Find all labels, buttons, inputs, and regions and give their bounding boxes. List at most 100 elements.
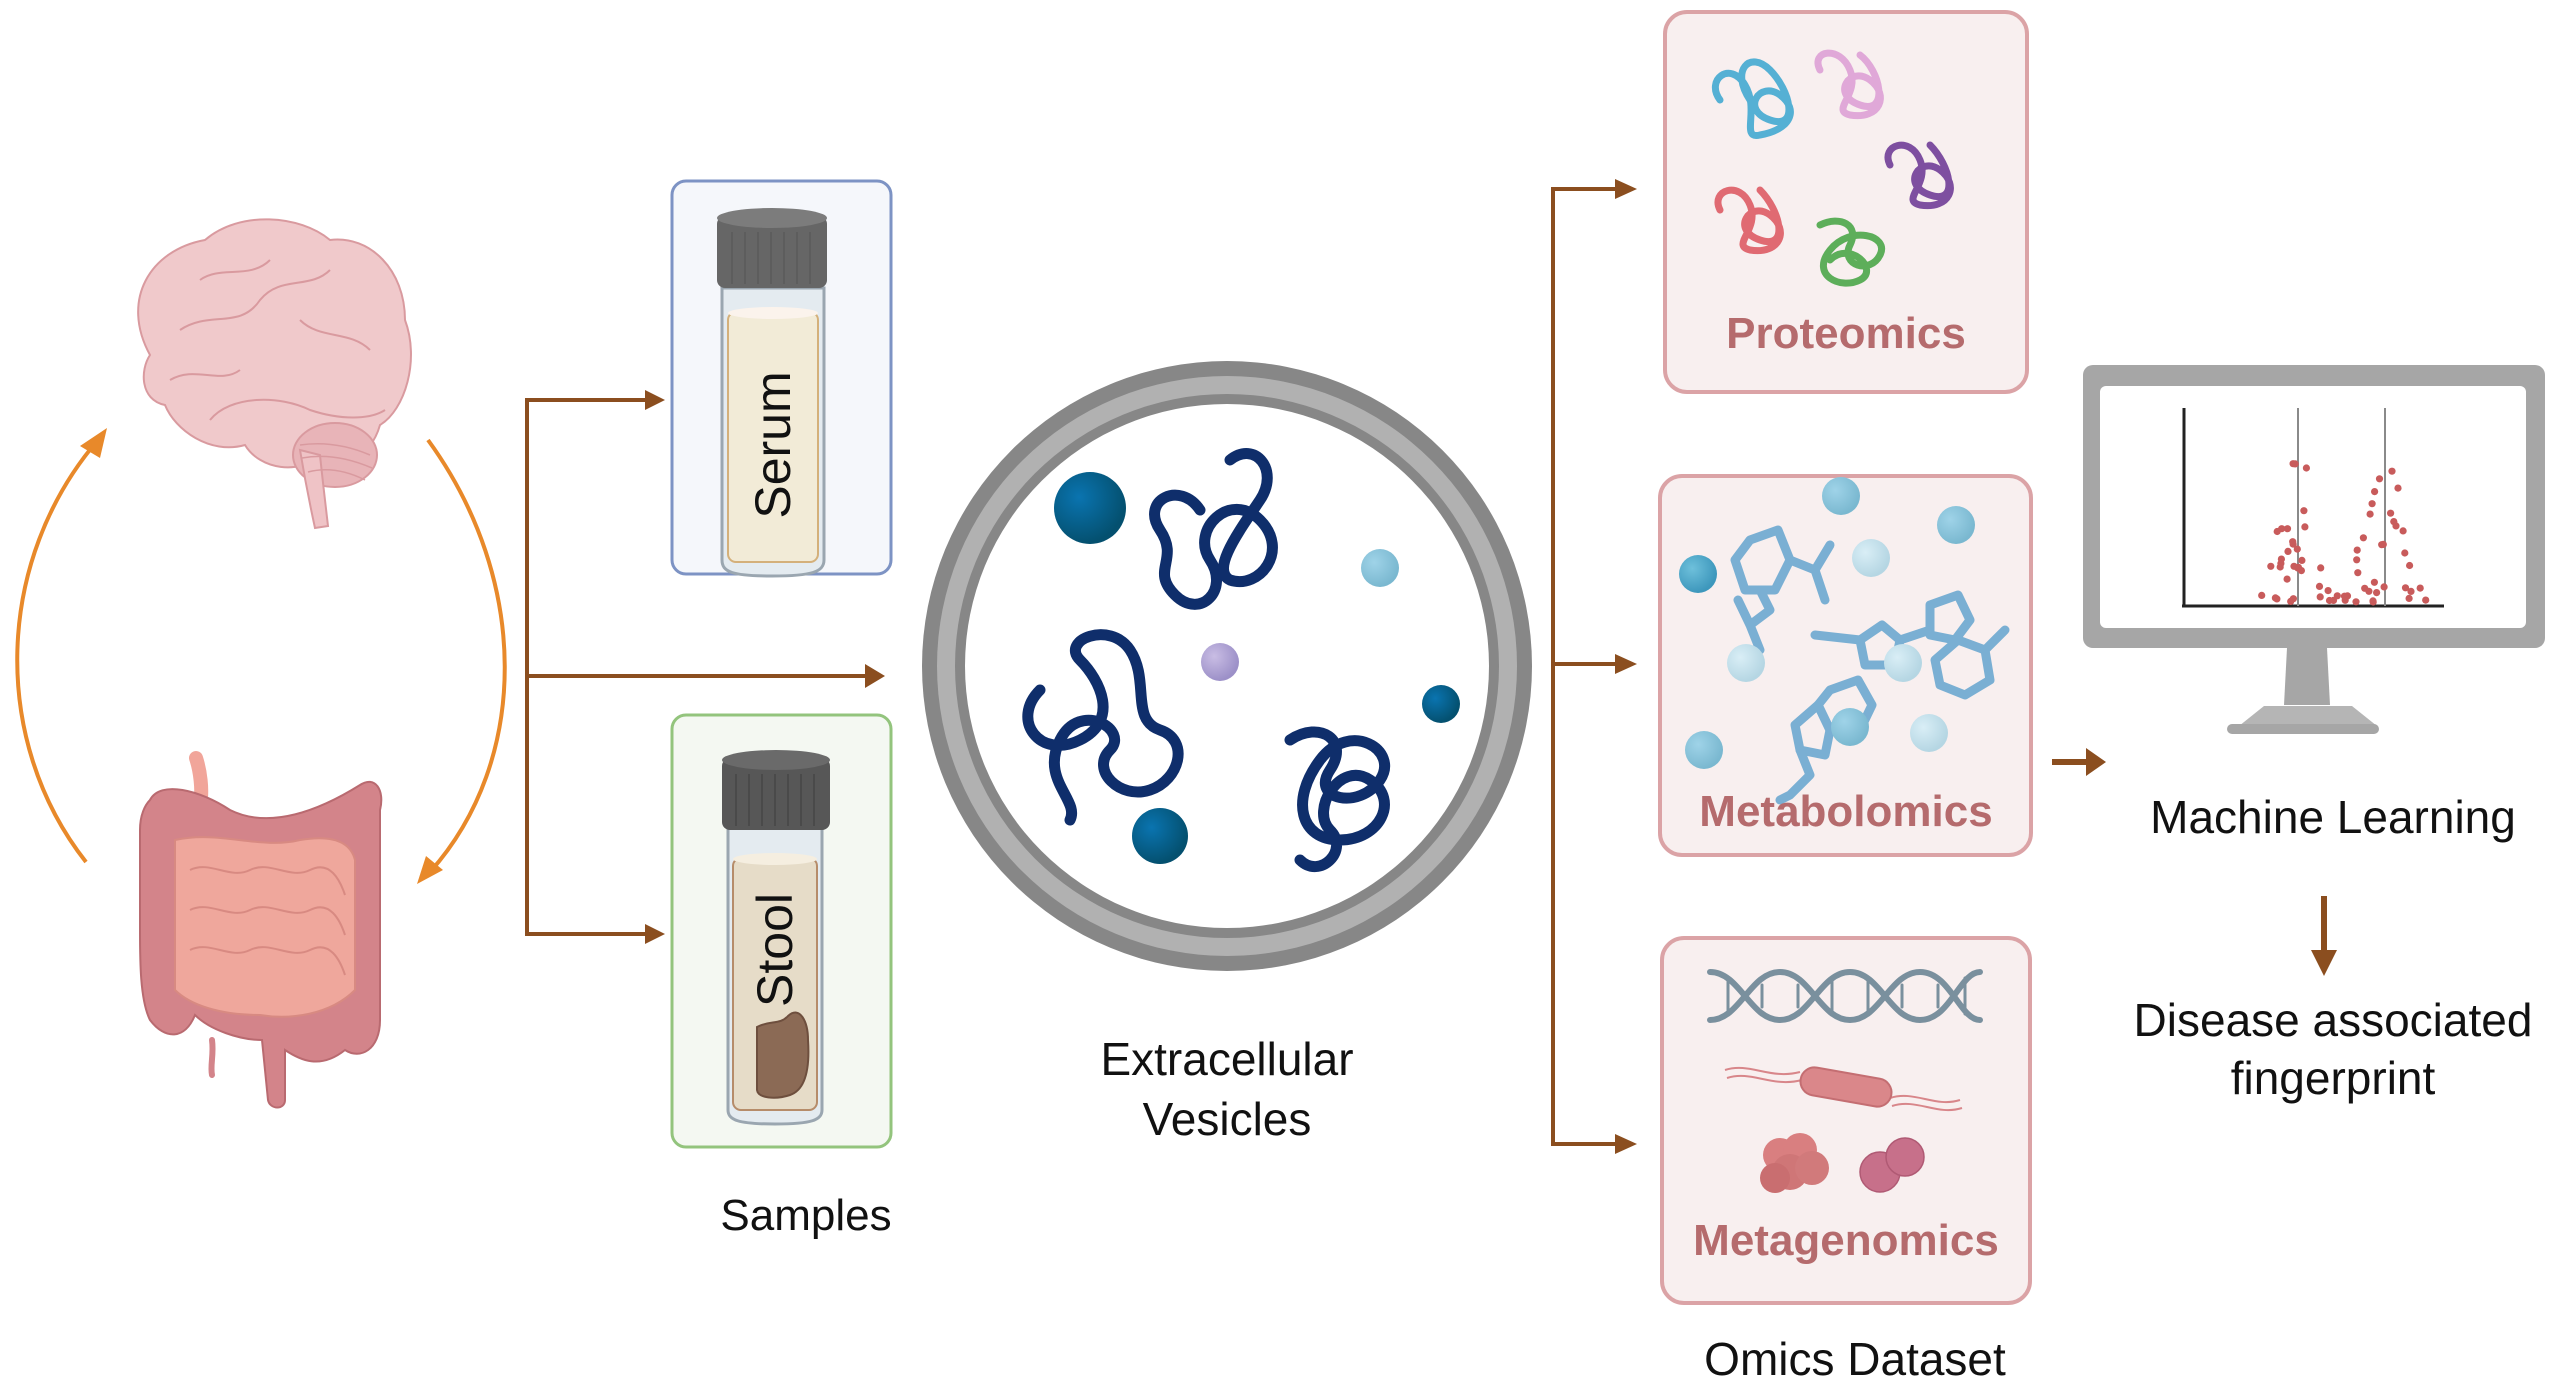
scatter-dot <box>2298 556 2306 565</box>
scatter-dot <box>2283 575 2291 583</box>
arrow-to-metabolomics <box>1615 654 1637 674</box>
scatter-dot <box>2401 549 2409 557</box>
brain-illustration <box>137 218 412 530</box>
stool-sample-card: Stool <box>670 713 893 1149</box>
brain-to-gut-arrowhead <box>417 856 443 884</box>
arrow-to-stool <box>645 924 665 944</box>
scatter-dot <box>2359 534 2367 542</box>
gut-to-brain-arrowhead <box>80 428 107 458</box>
arrow-to-serum <box>645 390 665 410</box>
vesicle-metabolite-ball <box>1054 472 1126 544</box>
vesicle-protein-strands <box>1022 448 1391 872</box>
arrow-to-metagenomics <box>1615 1134 1637 1154</box>
metabolite-ball <box>1822 477 1860 515</box>
scatter-dot <box>2405 594 2413 603</box>
gut-to-brain-arrow <box>15 438 100 864</box>
scatter-dot <box>2368 500 2376 508</box>
scatter-dot <box>2375 475 2384 483</box>
omics-split-connector <box>1551 179 1637 1154</box>
metabolite-ball <box>1679 555 1717 593</box>
serum-vial-icon: Serum <box>717 208 827 578</box>
scatter-dot <box>2329 596 2338 605</box>
scatter-dot <box>2278 525 2286 533</box>
extracellular-vesicle-illustration <box>922 361 1532 971</box>
scatter-dot <box>2366 510 2374 518</box>
scatter-dot <box>2399 527 2407 535</box>
ml-scatter-plot <box>2258 460 2430 606</box>
scatter-dot <box>2317 564 2325 572</box>
arrow-to-vesicles <box>865 664 885 688</box>
samples-section-label: Samples <box>720 1191 891 1240</box>
monitor-icon <box>2083 365 2545 734</box>
scatter-dot <box>2301 523 2309 531</box>
metabolite-ball <box>1831 708 1869 746</box>
machine-learning-label: Machine Learning <box>2150 791 2516 843</box>
scatter-dot <box>2324 587 2332 595</box>
vesicle-metabolite-ball <box>1361 549 1399 587</box>
scatter-dot <box>2380 583 2388 591</box>
scatter-dot <box>2293 545 2301 553</box>
scatter-dot <box>2353 556 2361 564</box>
scatter-dot <box>2407 587 2415 596</box>
scatter-dot <box>2370 578 2378 586</box>
scatter-dot <box>2401 584 2410 592</box>
scatter-dot <box>2291 460 2299 468</box>
scatter-dot <box>2388 467 2396 475</box>
vesicles-label-line1: Extracellular <box>1100 1033 1353 1085</box>
metabolomics-card: Metabolomics <box>1658 474 2033 857</box>
serum-label: Serum <box>745 371 801 518</box>
scatter-dot <box>2289 538 2297 546</box>
scatter-dot <box>2422 596 2430 604</box>
scatter-dot <box>2352 598 2360 606</box>
scatter-dot <box>2283 525 2292 533</box>
scatter-dot <box>2271 594 2279 602</box>
gut-brain-cycle <box>15 428 507 884</box>
sample-split-connector <box>525 390 885 944</box>
ml-to-outcome-arrow <box>2311 896 2337 976</box>
scatter-dot <box>2290 562 2298 570</box>
vesicle-metabolite-ball <box>1201 643 1239 681</box>
scatter-dot <box>2369 597 2377 605</box>
scatter-dot <box>2302 464 2310 472</box>
serum-sample-card: Serum <box>670 179 893 578</box>
scatter-dot <box>2284 547 2292 556</box>
scatter-dot <box>2354 569 2362 577</box>
scatter-dot <box>2416 584 2424 592</box>
scatter-dot <box>2394 484 2402 492</box>
metabolite-ball <box>1884 644 1922 682</box>
scatter-dot <box>2365 587 2373 595</box>
scatter-dot <box>2258 591 2266 600</box>
outcome-label-line2: fingerprint <box>2231 1052 2436 1104</box>
scatter-dot <box>2387 509 2395 517</box>
metabolite-ball <box>1910 714 1948 752</box>
vesicle-metabolite-ball <box>1422 685 1460 723</box>
scatter-dot <box>2277 559 2285 568</box>
scatter-dot <box>2373 589 2381 597</box>
dna-helix-icon <box>1707 968 1983 1024</box>
metabolite-ball <box>1685 731 1723 769</box>
scatter-dot <box>2390 518 2398 526</box>
proteomics-card: Proteomics <box>1663 10 2029 394</box>
proteomics-label: Proteomics <box>1726 309 1966 358</box>
metabolite-ball <box>1852 539 1890 577</box>
scatter-dot <box>2340 592 2349 600</box>
metagenomics-card: Metagenomics <box>1660 936 2032 1305</box>
intestine-illustration <box>139 751 383 1109</box>
brain-to-gut-arrow <box>426 438 507 874</box>
metagenomics-label: Metagenomics <box>1693 1216 1999 1265</box>
scatter-dot <box>2406 561 2414 570</box>
scatter-dot <box>2315 582 2324 591</box>
scatter-dot <box>2267 562 2275 570</box>
scatter-dot <box>2287 597 2295 606</box>
scatter-dot <box>2379 540 2387 549</box>
scatter-dot <box>2316 593 2324 601</box>
metabolite-ball <box>1937 506 1975 544</box>
scatter-dot <box>2300 507 2308 515</box>
metabolite-ball <box>1727 644 1765 682</box>
omics-section-label: Omics Dataset <box>1704 1333 2006 1385</box>
vesicle-metabolite-ball <box>1132 808 1188 864</box>
vesicles-label-line2: Vesicles <box>1143 1093 1312 1145</box>
scatter-dot <box>2353 546 2361 554</box>
stool-vial-icon: Stool <box>722 750 830 1126</box>
